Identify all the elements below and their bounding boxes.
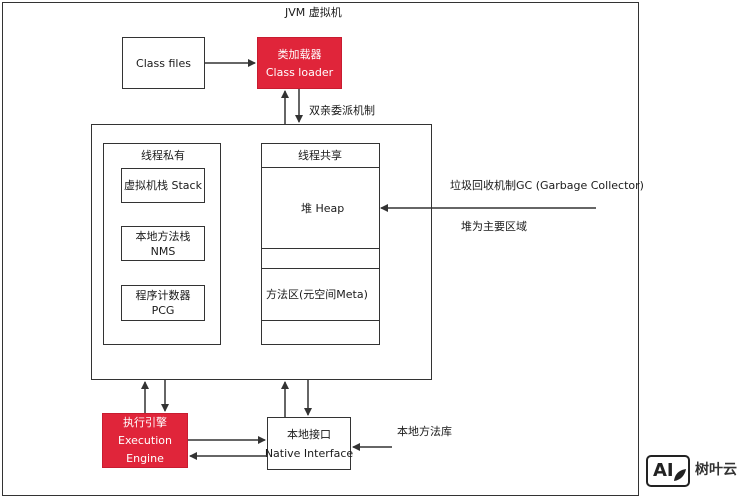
pc-register-label: 程序计数器	[135, 289, 191, 302]
thread-shared-divider-1	[261, 167, 380, 168]
native-method-stack-label: 本地方法栈	[135, 229, 191, 243]
heap-label: 堆 Heap	[301, 202, 345, 215]
native-method-stack-abbr: NMS	[150, 244, 176, 258]
vm-stack-label: 虚拟机栈 Stack	[124, 179, 202, 192]
thread-shared-box	[261, 143, 380, 345]
thread-shared-title: 线程共享	[298, 149, 342, 162]
native-interface-box: 本地接口 Native Interface	[264, 417, 354, 470]
watermark-badge: AI	[646, 455, 690, 487]
class-files-box: Class files	[122, 37, 205, 89]
watermark-badge-text: AI	[653, 460, 674, 481]
jvm-title: JVM 虚拟机	[285, 6, 342, 19]
gc-label: 垃圾回收机制GC (Garbage Collector)	[450, 179, 644, 192]
watermark-text: 树叶云	[695, 462, 737, 478]
class-loader-box: 类加载器 Class loader	[257, 37, 342, 89]
native-method-stack-box: 本地方法栈 NMS	[121, 226, 205, 261]
execution-engine-label-en1: Execution	[118, 434, 172, 447]
pc-register-abbr: PCG	[151, 304, 175, 317]
execution-engine-box: 执行引擎 Execution Engine	[102, 413, 188, 468]
execution-engine-label-en2: Engine	[126, 452, 164, 465]
gc-main-area-label: 堆为主要区域	[461, 220, 527, 233]
method-area-label: 方法区(元空间Meta)	[266, 288, 368, 301]
parent-delegation-label: 双亲委派机制	[309, 104, 375, 117]
thread-shared-divider-3	[261, 268, 380, 269]
native-interface-label-cn: 本地接口	[287, 427, 331, 441]
native-interface-label-en: Native Interface	[264, 446, 354, 460]
thread-shared-divider-2	[261, 248, 380, 249]
pc-register-box: 程序计数器 PCG	[121, 285, 205, 321]
thread-shared-divider-4	[261, 320, 380, 321]
class-loader-label-en: Class loader	[265, 65, 334, 79]
leaf-icon	[674, 469, 686, 481]
class-loader-label-cn: 类加载器	[277, 47, 322, 61]
thread-private-title: 线程私有	[141, 149, 185, 162]
native-library-label: 本地方法库	[397, 425, 452, 438]
execution-engine-label-cn: 执行引擎	[123, 416, 167, 429]
class-files-label: Class files	[136, 56, 191, 70]
vm-stack-box: 虚拟机栈 Stack	[121, 168, 205, 203]
